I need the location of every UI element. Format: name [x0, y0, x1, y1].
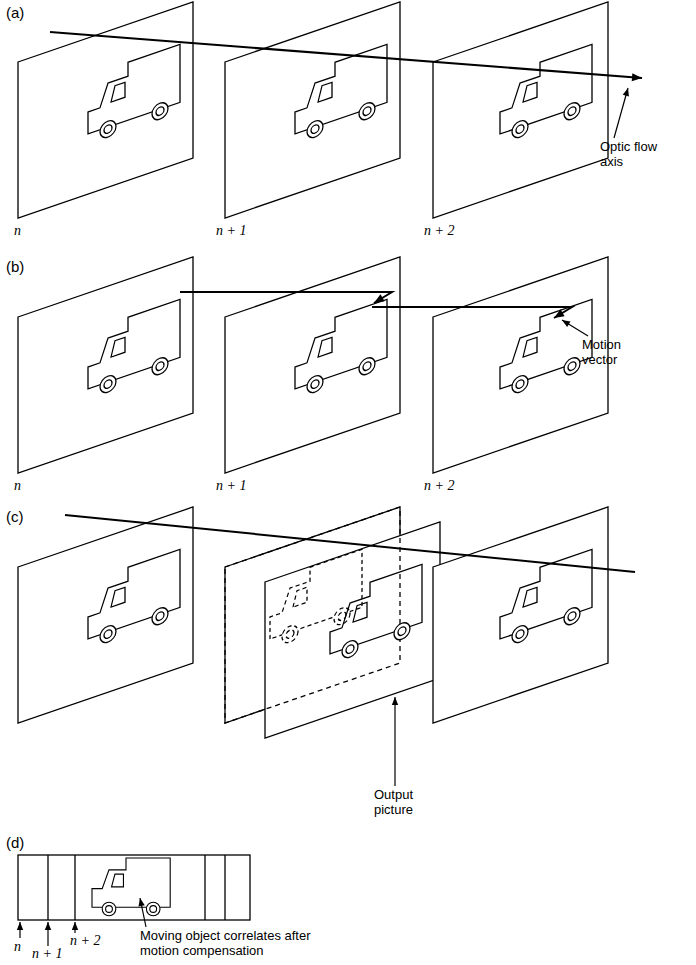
frame-edge [224, 855, 225, 920]
leader-line [562, 320, 588, 336]
superimposed-frames [18, 855, 250, 920]
picture-frame [433, 2, 608, 218]
motion-vector [180, 292, 392, 303]
van-illustration [500, 44, 592, 144]
van-illustration [88, 299, 180, 399]
van-illustration [295, 44, 387, 144]
panel-letter: (b) [6, 258, 24, 275]
frame-edge [74, 855, 75, 920]
panel-letter: (c) [6, 508, 24, 525]
dashed-van [270, 549, 362, 649]
leader-line [74, 922, 75, 933]
frame-number: n [14, 478, 21, 494]
van-illustration [88, 549, 180, 649]
leader-line [140, 898, 146, 927]
picture-frame [18, 507, 193, 723]
picture-frame [225, 257, 400, 473]
motion-vector [372, 307, 572, 318]
picture-frame [18, 257, 193, 473]
leader-line [47, 922, 48, 946]
callout-label: Output picture [374, 788, 434, 818]
callout-label: Motion vector [582, 338, 642, 368]
frame-number: n + 1 [216, 478, 246, 494]
frame-edge [204, 855, 205, 920]
van-illustration [88, 44, 180, 144]
frame-number: n + 2 [424, 223, 454, 239]
picture-frame [433, 507, 608, 723]
van-illustration [500, 299, 592, 399]
van-illustration [295, 299, 387, 399]
optic-flow-axis [50, 32, 642, 78]
frame-number: n [14, 939, 21, 955]
frame-number: n [14, 223, 21, 239]
frame-number: n + 1 [216, 223, 246, 239]
optic-flow-axis [65, 515, 635, 572]
frame-number: n + 2 [424, 478, 454, 494]
picture-frame [225, 2, 400, 218]
output-picture-frame [265, 522, 440, 738]
frame-number: n + 1 [32, 946, 62, 962]
picture-frame [433, 257, 608, 473]
leader-line [394, 697, 395, 786]
panel-letter: (a) [6, 4, 24, 21]
van-illustration [330, 564, 422, 664]
callout-label: Optic flow axis [600, 140, 680, 170]
callout-label: Moving object correlates after motion co… [140, 929, 318, 959]
leader-line [614, 88, 628, 138]
frame-edge [47, 855, 48, 920]
leader-line [19, 922, 20, 938]
panel-letter: (d) [6, 834, 24, 851]
frame-number: n + 2 [70, 933, 100, 949]
picture-frame [18, 2, 193, 218]
van-illustration [92, 858, 170, 916]
van-illustration [500, 549, 592, 649]
